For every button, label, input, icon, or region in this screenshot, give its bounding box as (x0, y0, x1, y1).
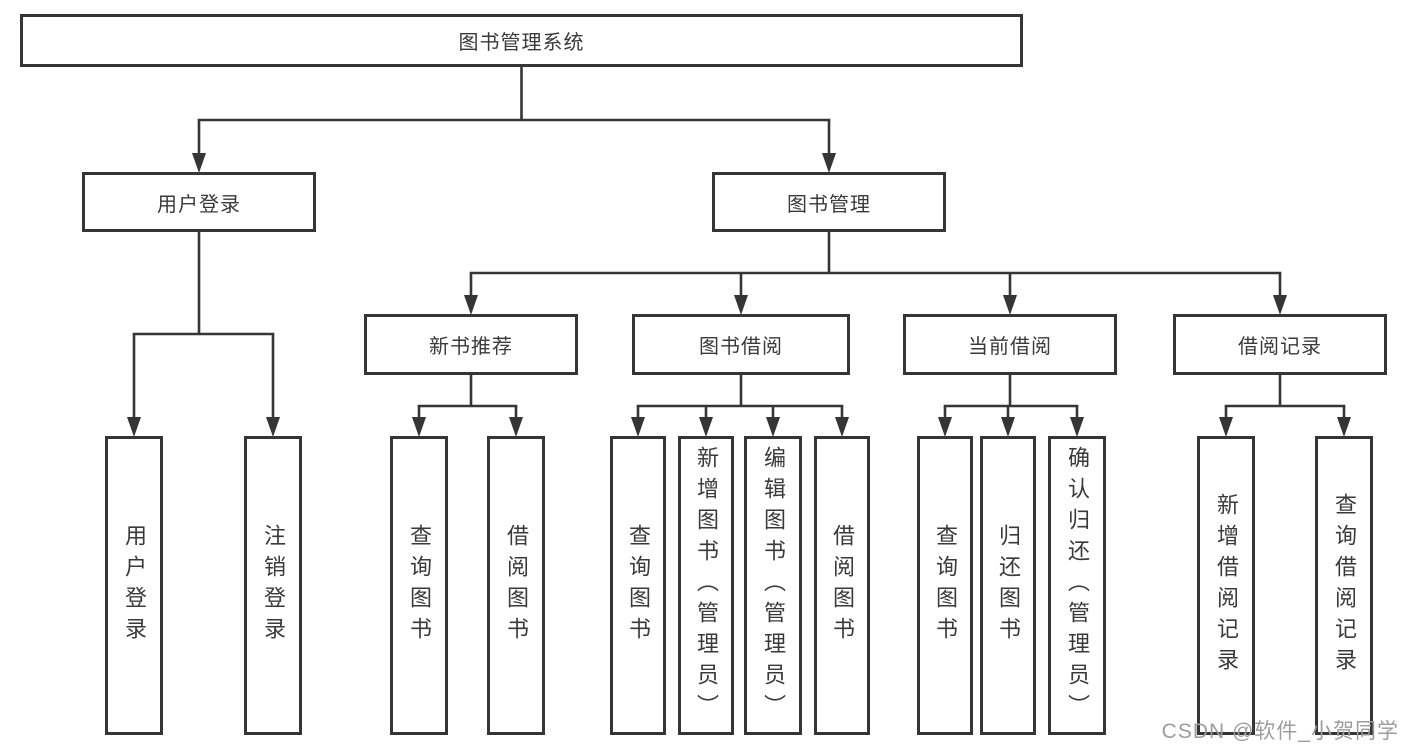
node-newbook: 新书推荐 (364, 314, 578, 375)
node-bw-borrow: 借阅图书 (814, 436, 870, 735)
arrowhead-icon (766, 417, 780, 437)
node-current: 当前借阅 (903, 314, 1117, 375)
arrowhead-icon (835, 417, 849, 437)
arrowhead-icon (699, 417, 713, 437)
node-bw-add: 新增图书（管理员） (678, 436, 734, 735)
node-login: 用户登录 (82, 172, 316, 232)
arrowhead-icon (192, 153, 206, 173)
node-rec-query: 查询借阅记录 (1315, 436, 1373, 735)
arrowhead-icon (127, 417, 141, 437)
node-borrow: 图书借阅 (632, 314, 850, 375)
node-nb-borrow: 借阅图书 (487, 436, 545, 735)
arrowhead-icon (938, 417, 952, 437)
node-root: 图书管理系统 (20, 14, 1023, 67)
arrowhead-icon (412, 417, 426, 437)
arrowhead-icon (1219, 417, 1233, 437)
csdn-watermark: CSDN @软件_小贺同学 (1161, 720, 1399, 743)
arrowhead-icon (1070, 417, 1084, 437)
node-cur-confirm: 确认归还（管理员） (1048, 436, 1106, 735)
arrowhead-icon (631, 417, 645, 437)
arrowhead-icon (1273, 295, 1287, 315)
node-nb-query: 查询图书 (390, 436, 448, 735)
arrowhead-icon (1003, 295, 1017, 315)
arrowhead-icon (266, 417, 280, 437)
node-mgmt: 图书管理 (712, 172, 946, 232)
arrowhead-icon (509, 417, 523, 437)
node-user-login: 用户登录 (105, 436, 163, 735)
arrowhead-icon (734, 295, 748, 315)
node-bw-edit: 编辑图书（管理员） (744, 436, 802, 735)
arrowhead-icon (464, 295, 478, 315)
node-rec-add: 新增借阅记录 (1197, 436, 1255, 735)
arrowhead-icon (1001, 417, 1015, 437)
node-cur-return: 归还图书 (980, 436, 1036, 735)
node-logout: 注销登录 (244, 436, 302, 735)
arrowhead-icon (822, 153, 836, 173)
node-cur-query: 查询图书 (917, 436, 973, 735)
node-records: 借阅记录 (1173, 314, 1387, 375)
node-bw-query: 查询图书 (610, 436, 666, 735)
arrowhead-icon (1337, 417, 1351, 437)
